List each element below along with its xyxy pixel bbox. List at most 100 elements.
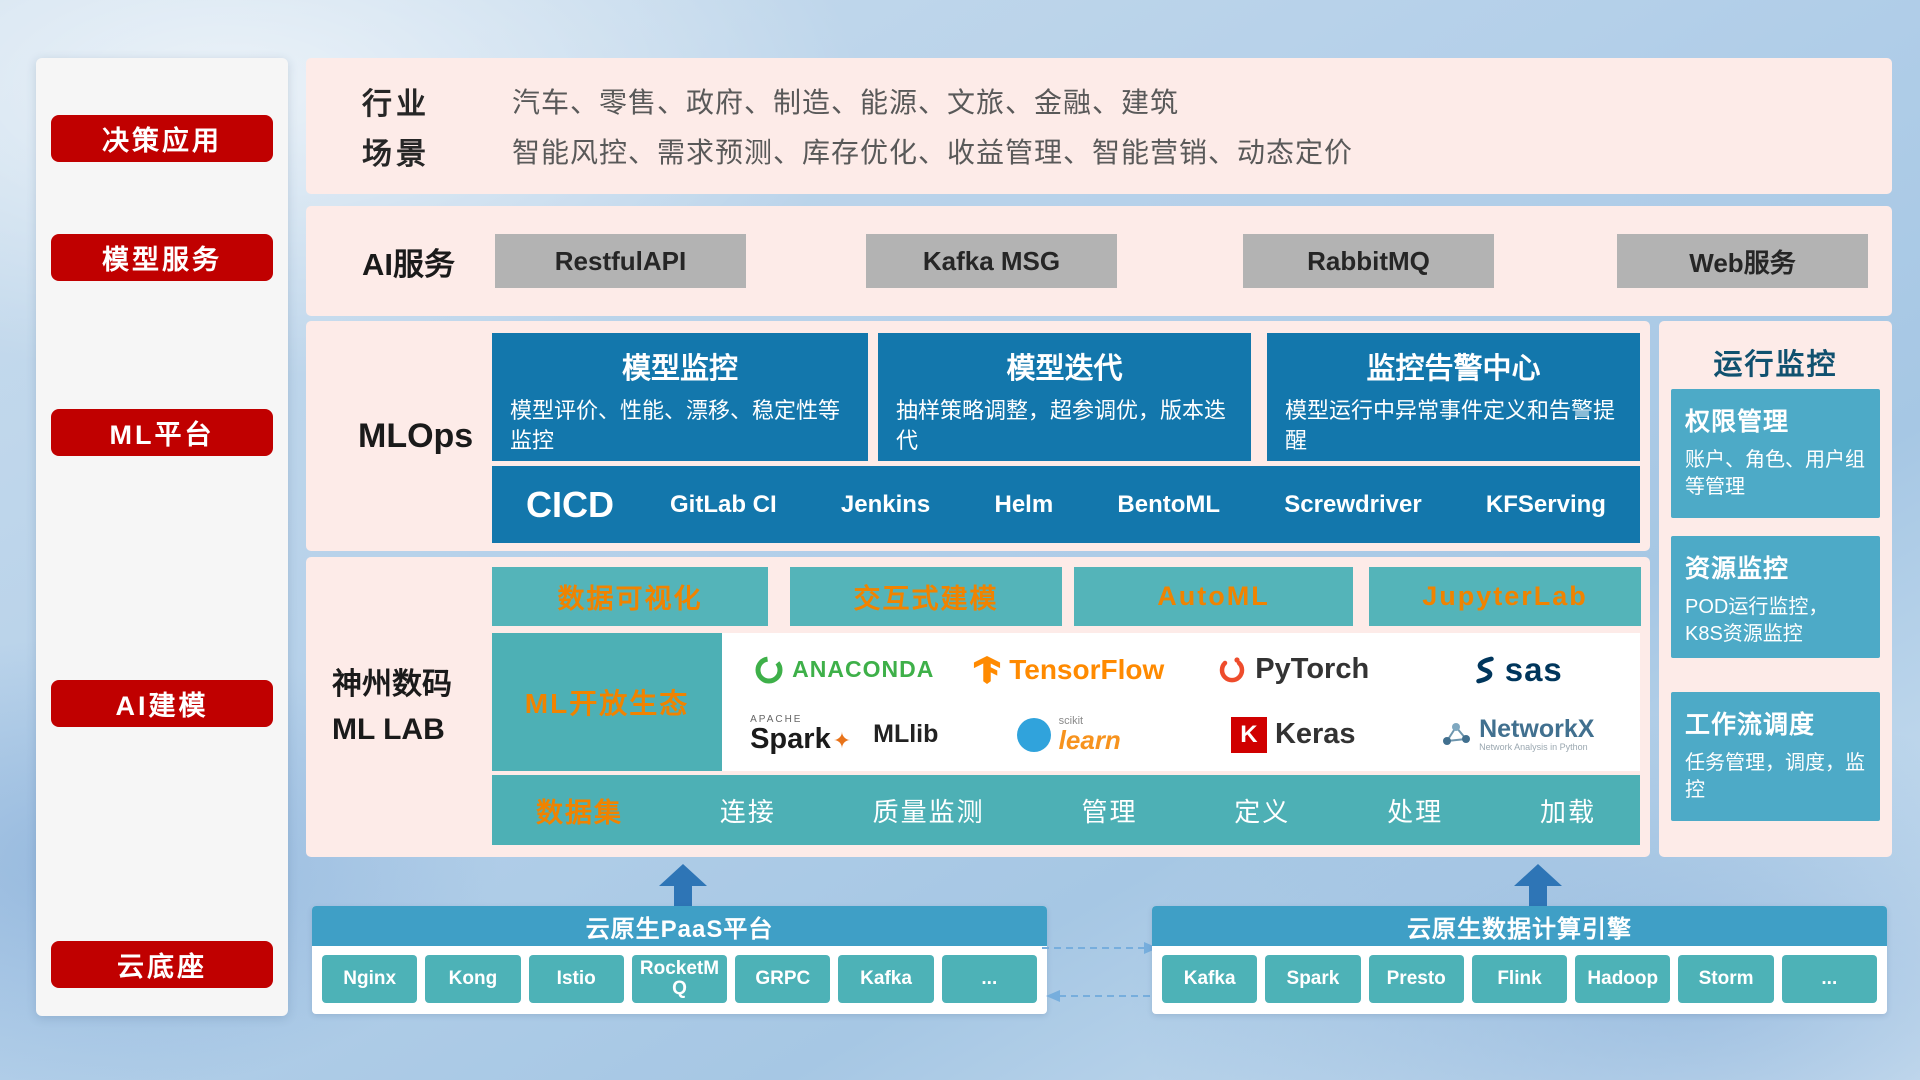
- pytorch-wordmark: PyTorch: [1255, 653, 1370, 685]
- chip-kong: Kong: [425, 955, 521, 1003]
- tool-data-visualization: 数据可视化: [492, 567, 768, 626]
- scikit-circle-icon: [1016, 717, 1051, 752]
- tool-jupyterlab: JupyterLab: [1369, 567, 1641, 626]
- cicd-item-jenkins: Jenkins: [840, 490, 931, 518]
- card-title: 资源监控: [1685, 555, 1790, 583]
- card-desc: 模型运行中异常事件定义和告警提醒: [1285, 398, 1616, 453]
- rail-item-model-service: 模型服务: [51, 234, 273, 281]
- tool-interactive-modeling: 交互式建模: [790, 567, 1062, 626]
- sas-logo: sas: [1473, 651, 1563, 689]
- mlops-panel: MLOps 模型监控 模型评价、性能、漂移、稳定性等监控 模型迭代 抽样策略调整…: [306, 321, 1650, 551]
- networkx-wordmark-stack: NetworkX Network Analysis in Python: [1479, 714, 1595, 753]
- card-desc: 任务管理，调度，监控: [1685, 752, 1865, 801]
- spark-mllib-logo: APACHE Spark✦ MLlib: [750, 715, 938, 754]
- chip-rocketmq: RocketMQ: [631, 955, 728, 1003]
- chip-hadoop: Hadoop: [1575, 955, 1671, 1003]
- spark-wordmark-stack: APACHE Spark✦: [750, 715, 851, 754]
- scenario-label: 场景: [362, 138, 430, 171]
- up-arrow-icon: [1514, 864, 1562, 906]
- cicd-item-bentoml: BentoML: [1117, 490, 1221, 518]
- card-title: 工作流调度: [1685, 711, 1816, 739]
- networkx-wordmark: NetworkX: [1479, 714, 1595, 743]
- dataset-item-load: 加载: [1539, 796, 1596, 827]
- cicd-item-helm: Helm: [994, 490, 1054, 518]
- ai-service-label: AI服务: [362, 246, 455, 282]
- card-workflow-scheduler: 工作流调度 任务管理，调度，监控: [1671, 692, 1880, 821]
- apache-label: APACHE: [750, 714, 803, 725]
- cicd-items: GitLab CI Jenkins Helm BentoML Screwdriv…: [670, 491, 1606, 519]
- chip-more: ...: [941, 955, 1037, 1003]
- data-engine-title-bar: 云原生数据计算引擎: [1152, 906, 1887, 946]
- service-kafka-msg: Kafka MSG: [866, 234, 1117, 288]
- dataset-item-quality: 质量监测: [872, 796, 985, 827]
- mllab-label-line1: 神州数码: [332, 668, 452, 701]
- rail-item-decision-apps: 决策应用: [51, 115, 273, 162]
- keras-wordmark: Keras: [1274, 718, 1356, 750]
- dataset-label: 数据集: [536, 797, 623, 828]
- mlops-label: MLOps: [358, 416, 474, 455]
- card-model-iteration: 模型迭代 抽样策略调整，超参调优，版本迭代: [878, 333, 1251, 461]
- anaconda-logo: ANACONDA: [754, 655, 934, 685]
- dataset-bar: 数据集 连接 质量监测 管理 定义 处理 加载: [492, 775, 1640, 845]
- networkx-icon: [1443, 723, 1471, 746]
- card-desc: 账户、角色、用户组等管理: [1685, 449, 1865, 498]
- chip-kafka: Kafka: [1162, 955, 1258, 1003]
- tensorflow-wordmark: TensorFlow: [1009, 653, 1165, 685]
- card-desc: 抽样策略调整，超参调优，版本迭代: [896, 398, 1227, 453]
- card-desc: POD运行监控，K8S资源监控: [1685, 596, 1829, 645]
- chip-istio: Istio: [528, 955, 624, 1003]
- industry-text: 汽车、零售、政府、制造、能源、文旅、金融、建筑: [512, 87, 1180, 118]
- chip-more: ...: [1781, 955, 1877, 1003]
- sas-wordmark: sas: [1504, 650, 1563, 688]
- ml-ecosystem-label: ML开放生态: [492, 633, 722, 771]
- card-permission-mgmt: 权限管理 账户、角色、用户组等管理: [1671, 389, 1880, 518]
- cicd-item-kfserving: KFServing: [1485, 490, 1606, 518]
- chip-spark: Spark: [1265, 955, 1361, 1003]
- spark-wordmark: Spark: [750, 723, 831, 755]
- card-alert-center: 监控告警中心 模型运行中异常事件定义和告警提醒: [1267, 333, 1640, 461]
- card-resource-monitor: 资源监控 POD运行监控，K8S资源监控: [1671, 536, 1880, 658]
- service-rabbitmq: RabbitMQ: [1243, 234, 1494, 288]
- dataset-item-define: 定义: [1234, 796, 1291, 827]
- card-desc: 模型评价、性能、漂移、稳定性等监控: [510, 398, 841, 453]
- chip-flink: Flink: [1471, 955, 1568, 1003]
- tool-automl: AutoML: [1074, 567, 1353, 626]
- card-title: 模型迭代: [1006, 353, 1123, 385]
- pytorch-icon: [1220, 656, 1245, 682]
- service-web: Web服务: [1617, 234, 1868, 288]
- data-engine-group: 云原生数据计算引擎 Kafka Spark Presto Flink Hadoo…: [1152, 906, 1887, 1014]
- card-title: 模型监控: [621, 353, 738, 385]
- card-title: 监控告警中心: [1366, 353, 1541, 385]
- keras-k-icon: K: [1230, 716, 1267, 753]
- industry-label: 行业: [362, 88, 430, 121]
- learn-wordmark: learn: [1058, 725, 1121, 755]
- up-arrow-icon: [659, 864, 707, 906]
- data-engine-components: Kafka Spark Presto Flink Hadoop Storm ..…: [1152, 946, 1887, 1003]
- mllab-label-line2: ML LAB: [332, 713, 445, 746]
- scikit-label: scikit: [1058, 715, 1084, 727]
- networkx-subtitle: Network Analysis in Python: [1479, 742, 1588, 753]
- ml-ecosystem-band: ML开放生态 ANACONDA TensorFlow PyTorch sas: [492, 633, 1640, 771]
- anaconda-icon: [755, 656, 783, 683]
- dataset-item-process: 处理: [1387, 796, 1444, 827]
- scikit-wordmark-stack: scikit learn: [1058, 715, 1121, 755]
- anaconda-wordmark: ANACONDA: [792, 656, 935, 682]
- ml-ecosystem-logos: ANACONDA TensorFlow PyTorch sas APACHE: [722, 633, 1640, 771]
- chip-storm: Storm: [1678, 955, 1774, 1003]
- chip-nginx: Nginx: [322, 955, 418, 1003]
- card-title: 权限管理: [1685, 408, 1790, 436]
- runtime-monitor-panel: 运行监控 权限管理 账户、角色、用户组等管理 资源监控 POD运行监控，K8S资…: [1659, 321, 1892, 857]
- tensorflow-logo: TensorFlow: [973, 654, 1164, 686]
- scenario-text: 智能风控、需求预测、库存优化、收益管理、智能营销、动态定价: [512, 137, 1354, 168]
- chip-grpc: GRPC: [735, 955, 831, 1003]
- industry-panel: 行业 汽车、零售、政府、制造、能源、文旅、金融、建筑 场景 智能风控、需求预测、…: [306, 58, 1892, 194]
- runtime-monitor-title: 运行监控: [1713, 349, 1838, 381]
- dataset-item-connect: 连接: [719, 796, 776, 827]
- rail-item-ml-platform: ML平台: [51, 409, 273, 456]
- paas-group: 云原生PaaS平台 Nginx Kong Istio RocketMQ GRPC…: [312, 906, 1047, 1014]
- cicd-label: CICD: [526, 483, 614, 525]
- card-model-monitoring: 模型监控 模型评价、性能、漂移、稳定性等监控: [492, 333, 868, 461]
- tensorflow-icon: [974, 655, 1001, 684]
- keras-logo: K Keras: [1230, 716, 1356, 753]
